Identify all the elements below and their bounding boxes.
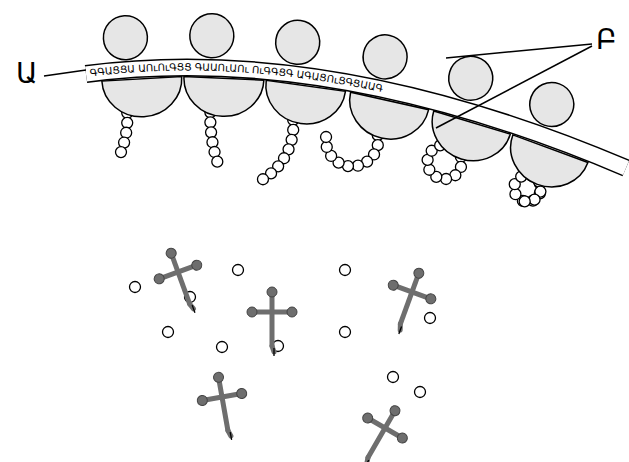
trna-symbol — [341, 394, 419, 462]
subunit-bowl — [102, 77, 184, 119]
trna-symbol — [373, 260, 444, 342]
subunit-circle — [359, 31, 412, 84]
trna-arm — [252, 310, 292, 315]
large-subunit — [500, 135, 588, 198]
trna-loop — [267, 287, 277, 297]
trna-arm — [400, 273, 418, 324]
trna-arm — [219, 377, 228, 430]
trna-arm — [368, 418, 403, 438]
large-subunit — [182, 77, 264, 119]
trna-arm — [171, 253, 189, 304]
trna-loop — [388, 404, 402, 418]
amino-acid — [122, 117, 133, 128]
amino-acid — [205, 117, 216, 128]
trna-loop — [424, 292, 437, 305]
trna-loop — [190, 259, 203, 272]
large-subunit — [342, 92, 428, 147]
trna-loop — [287, 307, 297, 317]
trna-loop — [213, 372, 225, 384]
trna-loop — [395, 431, 409, 445]
trna-symbol — [247, 287, 297, 356]
amino-acid — [217, 342, 228, 353]
amino-acid — [212, 156, 223, 167]
amino-acid — [257, 174, 268, 185]
amino-acid — [519, 196, 530, 207]
subunit-circle — [102, 14, 148, 60]
trna-loop — [387, 279, 400, 292]
amino-acid — [206, 127, 217, 138]
trna-stem — [230, 432, 231, 440]
amino-acid — [352, 160, 363, 171]
trna-stem — [273, 348, 274, 356]
amino-acid — [529, 194, 540, 205]
small-subunit — [273, 18, 323, 68]
amino-acid — [121, 127, 132, 138]
subunit-bowl — [182, 77, 264, 119]
trna-loop — [153, 272, 166, 285]
subunit-bowl — [342, 92, 428, 147]
leader-line — [436, 46, 592, 128]
subunit-circle — [273, 18, 323, 68]
amino-acid — [207, 137, 218, 148]
subunit-bowl — [500, 135, 588, 198]
amino-acid — [415, 387, 426, 398]
subunit-circle — [189, 13, 235, 59]
trna-symbol — [146, 240, 217, 322]
large-subunit — [261, 80, 345, 129]
trna-loop — [165, 247, 178, 260]
trna-loop — [412, 267, 425, 280]
amino-acid — [233, 265, 244, 276]
trna-arm — [270, 292, 275, 346]
trna-group — [130, 240, 445, 462]
amino-acid — [288, 124, 299, 135]
subunit-bowl — [423, 111, 511, 170]
trna-loop — [197, 395, 209, 407]
trna-arm — [159, 265, 197, 279]
leader-line — [44, 70, 86, 76]
amino-acid — [424, 164, 435, 175]
trna-loop — [236, 388, 248, 400]
subunit-bowl — [261, 80, 345, 129]
small-subunit — [189, 13, 235, 59]
amino-acid — [321, 141, 332, 152]
large-subunit — [423, 111, 511, 170]
amino-acid — [130, 282, 141, 293]
trna-stem — [192, 305, 195, 313]
large-subunits — [102, 77, 588, 199]
amino-acid — [340, 265, 351, 276]
amino-acid — [441, 174, 452, 185]
amino-acid — [425, 313, 436, 324]
leader-line — [446, 44, 592, 58]
small-subunit — [102, 14, 148, 60]
amino-acid — [163, 327, 174, 338]
trna-loop — [247, 307, 257, 317]
large-subunit — [102, 77, 184, 119]
small-subunit — [359, 31, 412, 84]
amino-acid — [510, 189, 521, 200]
trna-stem — [399, 327, 402, 335]
amino-acid — [115, 147, 126, 158]
amino-acid — [321, 131, 332, 142]
amino-acid — [388, 372, 399, 383]
amino-acid — [340, 327, 351, 338]
trna-arm — [393, 285, 431, 299]
part-label: Ա — [16, 60, 37, 88]
part-label: Բ — [596, 26, 617, 54]
trna-symbol — [193, 368, 254, 445]
trna-stem — [365, 460, 369, 462]
trna-loop — [361, 411, 375, 425]
trna-arm — [202, 394, 241, 401]
